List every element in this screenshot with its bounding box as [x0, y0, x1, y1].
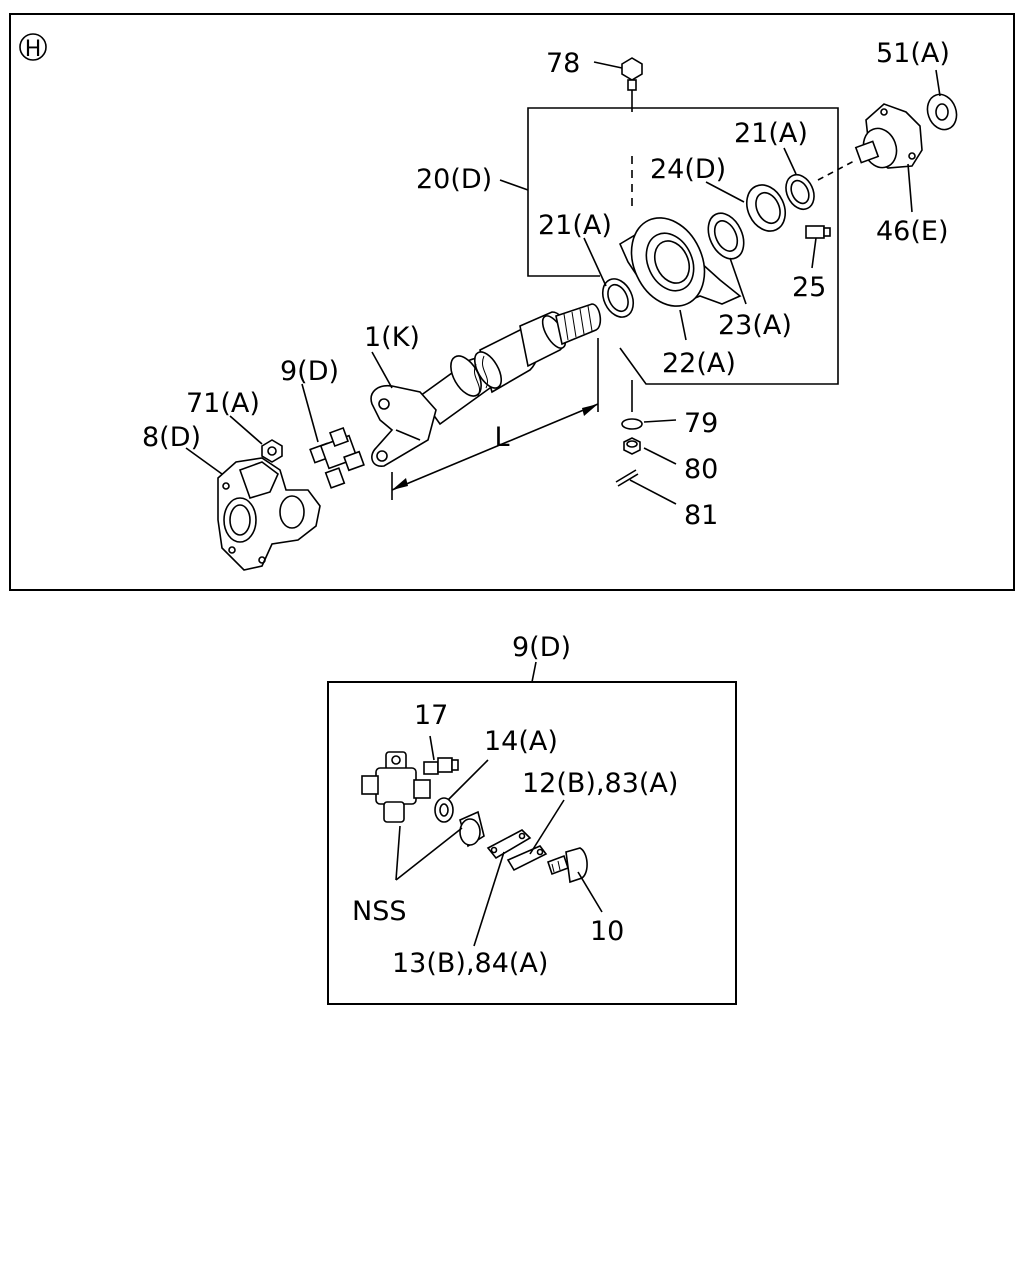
leader-lines-main	[185, 61, 941, 505]
label-21a-top: 21(A)	[734, 118, 808, 149]
detail-spider	[361, 751, 431, 823]
label-20d: 20(D)	[416, 164, 492, 195]
detail-bearing-cup	[459, 810, 485, 848]
nut-80	[623, 437, 641, 455]
detail-label-nss: NSS	[352, 896, 406, 927]
label-80: 80	[684, 454, 718, 485]
seal-24d	[745, 184, 787, 232]
label-9d: 9(D)	[280, 356, 339, 387]
detail-seal-14a	[434, 797, 454, 823]
detail-title-leader	[531, 661, 537, 683]
label-23a: 23(A)	[718, 310, 792, 341]
dust-seal-21a-top	[785, 173, 815, 211]
detail-label-14a: 14(A)	[484, 726, 558, 757]
companion-flange	[217, 457, 321, 571]
universal-joint	[309, 427, 365, 489]
shaft-yoke	[370, 384, 437, 467]
label-46e: 46(E)	[876, 216, 948, 247]
label-71a: 71(A)	[186, 388, 260, 419]
label-79: 79	[684, 408, 718, 439]
detail-bolt-10	[546, 847, 588, 884]
grease-nipple-25	[805, 225, 831, 239]
washer-79	[621, 418, 643, 430]
dust-seal-21a-mid	[601, 278, 635, 318]
callouts-detail: 17 14(A) 12(B),83(A) NSS 10 13(B),84(A)	[352, 700, 678, 979]
label-25: 25	[792, 272, 826, 303]
detail-panel-frame	[327, 681, 737, 1005]
label-21a-mid: 21(A)	[538, 210, 612, 241]
section-marker: H	[19, 33, 47, 62]
label-81: 81	[684, 500, 718, 531]
callouts-main: 78 51(A) 21(A) 24(D) 20(D) 21(A) 46(E) 2…	[142, 38, 950, 531]
main-panel-frame	[9, 13, 1015, 591]
dimension-L-label: L	[494, 422, 509, 453]
label-24d: 24(D)	[650, 154, 726, 185]
leader-lines-detail	[395, 735, 603, 947]
label-1k: 1(K)	[364, 322, 420, 353]
detail-label-12b-83a: 12(B),83(A)	[522, 768, 678, 799]
flange-46e	[854, 103, 923, 169]
detail-title: 9(D)	[512, 632, 571, 663]
label-78: 78	[546, 48, 580, 79]
detail-plate-12b	[506, 845, 548, 872]
propeller-shaft-tube	[418, 303, 602, 426]
svg-text:H: H	[25, 37, 42, 62]
label-8d: 8(D)	[142, 422, 201, 453]
flange-nut-51a	[926, 93, 958, 131]
center-bearing-bracket	[618, 217, 742, 307]
detail-lock-plate-13b	[486, 829, 532, 860]
detail-grease-fitting-17	[423, 757, 459, 775]
detail-label-17: 17	[414, 700, 448, 731]
cotter-pin-81	[615, 469, 639, 487]
bearing-23a	[707, 212, 745, 260]
detail-label-10: 10	[590, 916, 624, 947]
label-22a: 22(A)	[662, 348, 736, 379]
label-51a: 51(A)	[876, 38, 950, 69]
detail-label-13b-84a: 13(B),84(A)	[392, 948, 548, 979]
bolt-78	[621, 57, 643, 412]
center-bearing-group-bracket	[527, 107, 839, 385]
lock-nut-71a	[261, 439, 283, 463]
dimension-L: L	[391, 338, 599, 500]
